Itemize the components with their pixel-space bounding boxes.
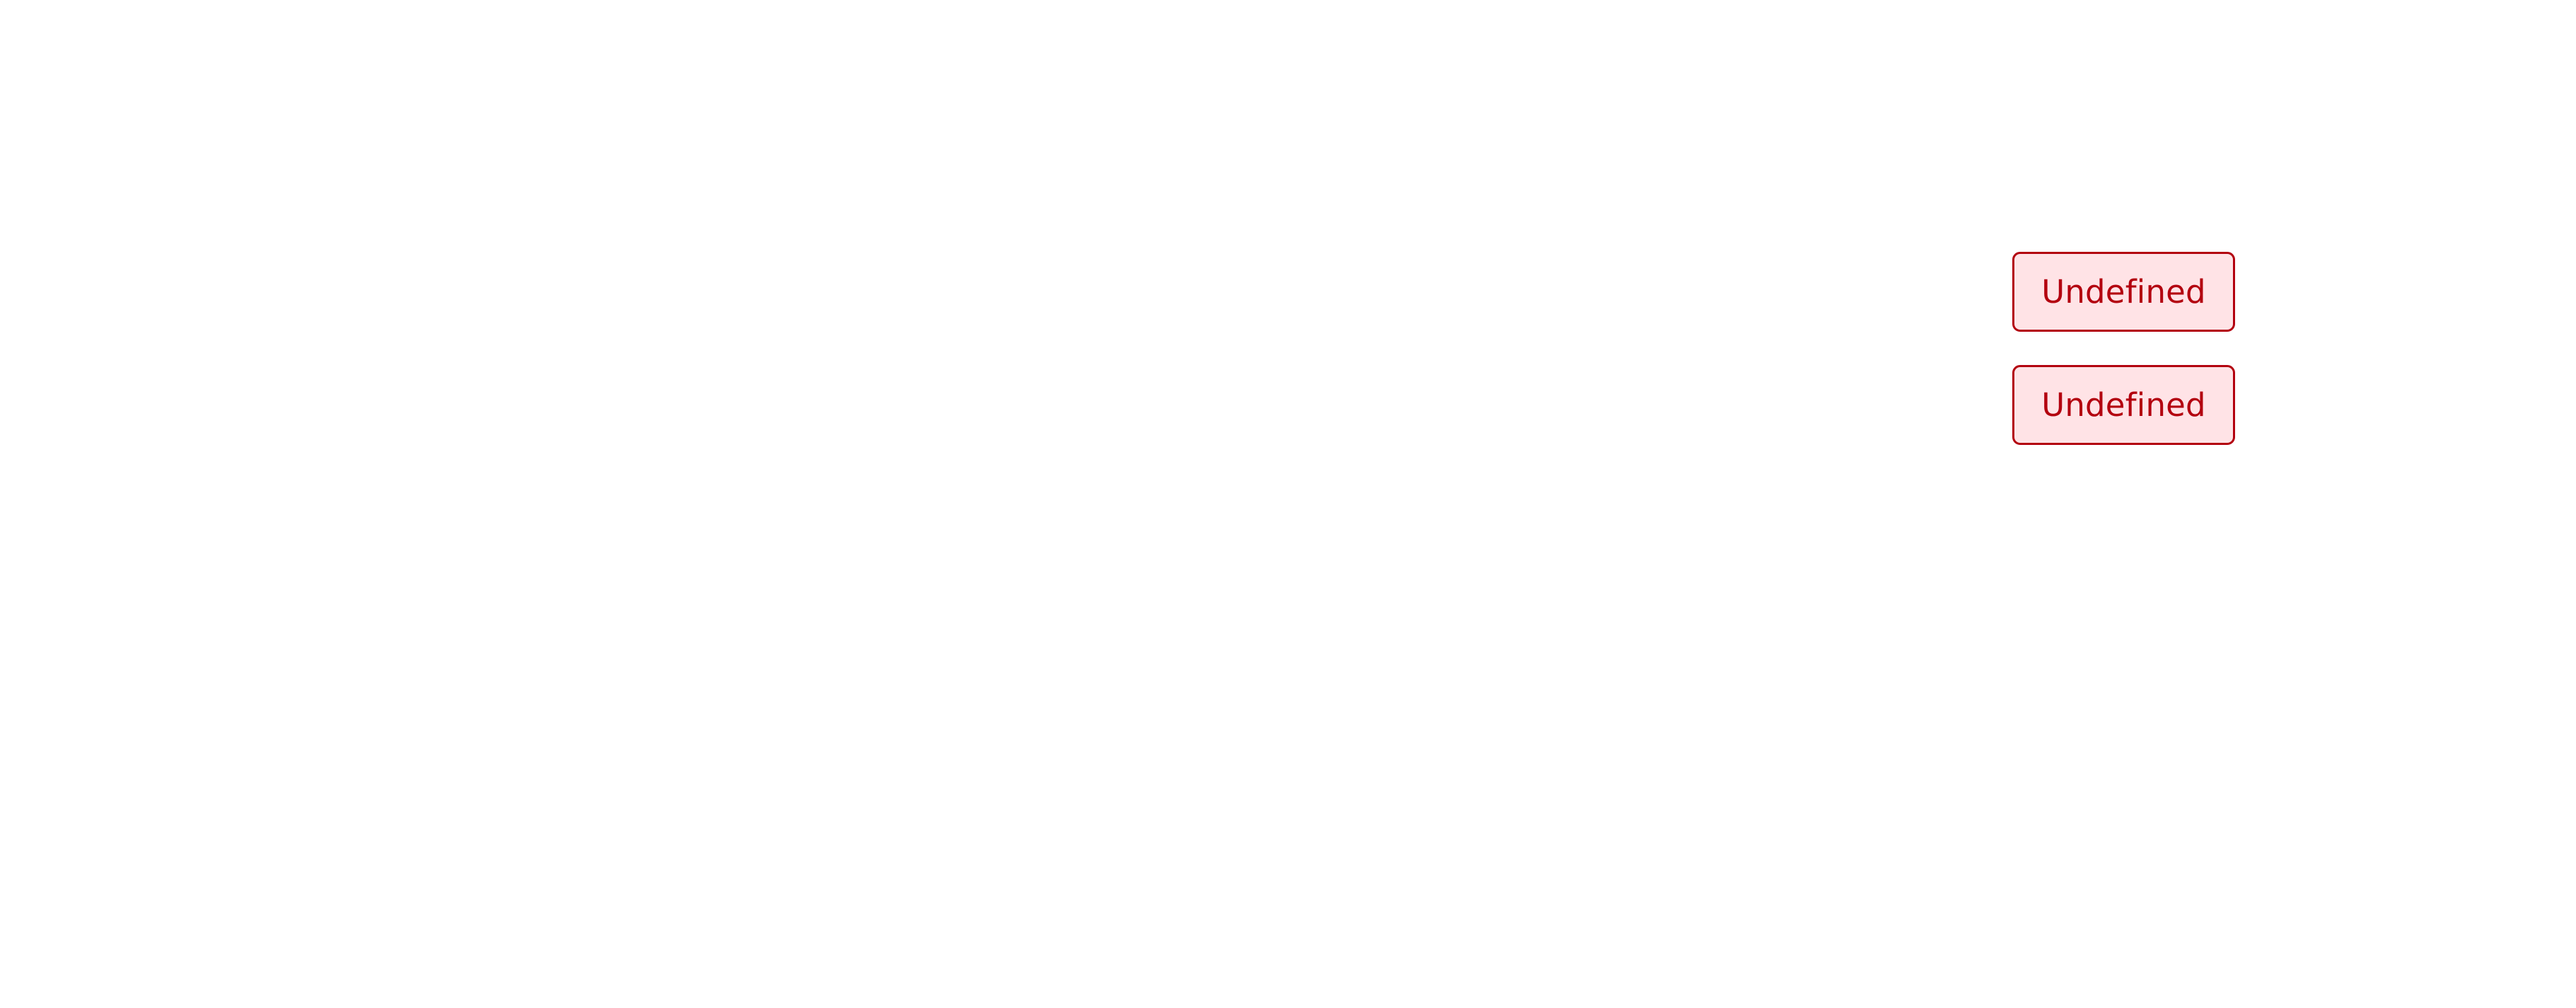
undefined-badge[interactable]: Undefined	[2012, 252, 2235, 332]
undefined-badge[interactable]: Undefined	[2012, 365, 2235, 445]
